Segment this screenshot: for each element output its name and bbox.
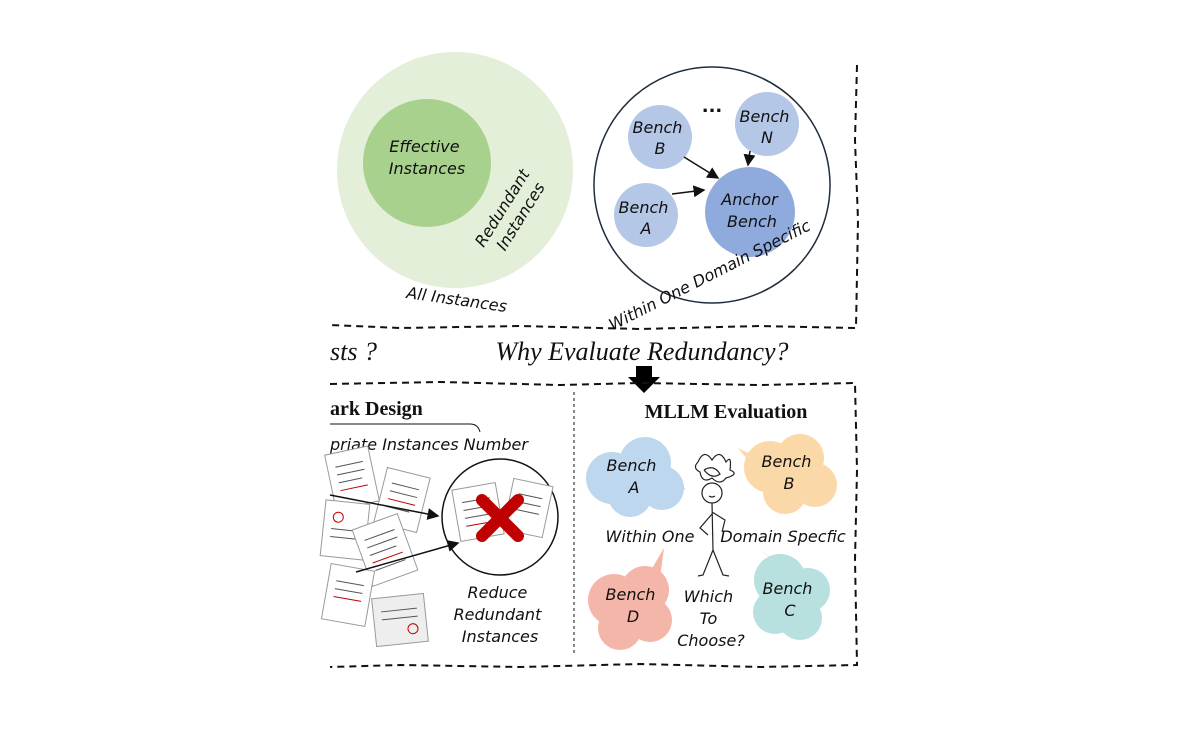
effective-instances-circle	[363, 99, 491, 227]
bench-n-label-1: Bench	[740, 107, 790, 126]
svg-text:Reduce Redundant I: Reduce Redundant Instances	[454, 583, 547, 646]
bench-cluster: ... Bench B Bench N Bench A Anchor Bench…	[593, 66, 831, 334]
mllm-evaluation-panel: MLLM Evaluation Bench A Bench B Bench	[586, 401, 846, 650]
anchor-bench-label-2: Bench	[727, 212, 777, 231]
benchmark-design-title: ark Design	[330, 398, 423, 420]
mllm-bench-a-label-1: Bench	[607, 456, 657, 475]
reduce-label-3: Instances	[462, 627, 538, 646]
mllm-bench-d-label-1: Bench	[606, 585, 656, 604]
anchor-bench-label-1: Anchor	[720, 190, 779, 209]
down-arrow-icon	[628, 366, 660, 393]
bench-b-cloud	[738, 434, 837, 514]
bench-n-node	[735, 92, 799, 156]
bench-a-node	[614, 183, 678, 247]
mllm-bench-b-label-2: B	[784, 474, 795, 493]
confused-person-icon	[694, 453, 735, 577]
red-cross-icon	[476, 494, 524, 542]
partial-question-text: sts ?	[330, 337, 377, 366]
bench-n-label-2: N	[761, 128, 773, 147]
bench-a-label-2: A	[640, 219, 652, 238]
arrow-n-to-anchor	[743, 150, 756, 167]
appropriate-instances-label: priate Instances Number	[329, 435, 529, 454]
effective-label-2: Instances	[389, 159, 465, 178]
anchor-bench-node	[705, 167, 795, 257]
venn-diagram: Effective Instances Redundant Instances …	[337, 52, 573, 316]
which-label-1: Which	[684, 587, 733, 606]
bench-b-label-2: B	[655, 139, 666, 158]
mllm-bench-b-label-1: Bench	[762, 452, 812, 471]
top-panel-border	[329, 64, 860, 331]
reduce-label-2: Redundant	[454, 605, 543, 624]
mllm-bench-a-label-2: A	[628, 478, 640, 497]
arrow-to-circle-upper	[329, 494, 440, 520]
within-one-label: Within One	[606, 527, 695, 546]
svg-text:Bench B: Bench B	[762, 452, 817, 493]
arrow-b-to-anchor	[683, 156, 720, 179]
svg-text:Bench N: Bench N	[740, 107, 795, 147]
bench-a-label-1: Bench	[619, 198, 669, 217]
svg-text:Anchor Bench: Anchor Bench	[720, 190, 782, 231]
bench-b-node	[628, 105, 692, 169]
which-label-2: To	[700, 609, 718, 628]
svg-text:Bench C: Bench C	[763, 579, 818, 620]
bench-a-cloud	[586, 437, 686, 517]
bench-d-cloud	[588, 548, 672, 650]
subtitle-bracket	[330, 423, 481, 433]
svg-text:Bench B: Bench B	[633, 118, 688, 158]
mllm-bench-d-label-2: D	[627, 607, 639, 626]
bench-b-label-1: Bench	[633, 118, 683, 137]
document-pile	[319, 445, 431, 648]
svg-text:Effective Instances: Effective Instances	[389, 137, 465, 178]
which-label-3: Choose?	[677, 631, 745, 650]
effective-label-1: Effective	[389, 137, 459, 156]
svg-text:Which To Choose?: Which To Choose?	[677, 587, 745, 650]
ellipsis-text: ...	[702, 96, 723, 117]
svg-text:Bench A: Bench A	[619, 198, 674, 238]
domain-specific-label: Domain Specfic	[720, 527, 845, 546]
bench-c-cloud	[753, 548, 830, 640]
mllm-bench-c-label-2: C	[784, 601, 796, 620]
benchmark-design-panel: ark Design priate Instances Number	[319, 398, 559, 648]
bottom-panel-border	[329, 380, 859, 669]
why-evaluate-redundancy-title: Why Evaluate Redundancy?	[495, 337, 788, 366]
mllm-bench-c-label-1: Bench	[763, 579, 813, 598]
mllm-evaluation-title: MLLM Evaluation	[645, 401, 808, 423]
arrow-a-to-anchor	[671, 185, 706, 198]
svg-text:Bench D: Bench D	[606, 585, 661, 626]
arrow-to-circle-lower	[355, 540, 460, 573]
svg-text:Bench A: Bench A	[607, 456, 662, 497]
reduce-label-1: Reduce	[468, 583, 528, 602]
